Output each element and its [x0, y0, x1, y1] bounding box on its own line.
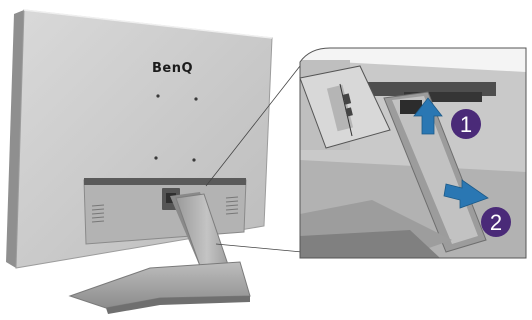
- monitor-rear: [6, 10, 272, 268]
- step-1-badge: 1: [451, 109, 481, 139]
- step-1-number: 1: [460, 112, 472, 137]
- step-2-number: 2: [490, 210, 502, 235]
- brand-logo: BenQ: [152, 61, 193, 76]
- step-2-badge: 2: [481, 207, 511, 237]
